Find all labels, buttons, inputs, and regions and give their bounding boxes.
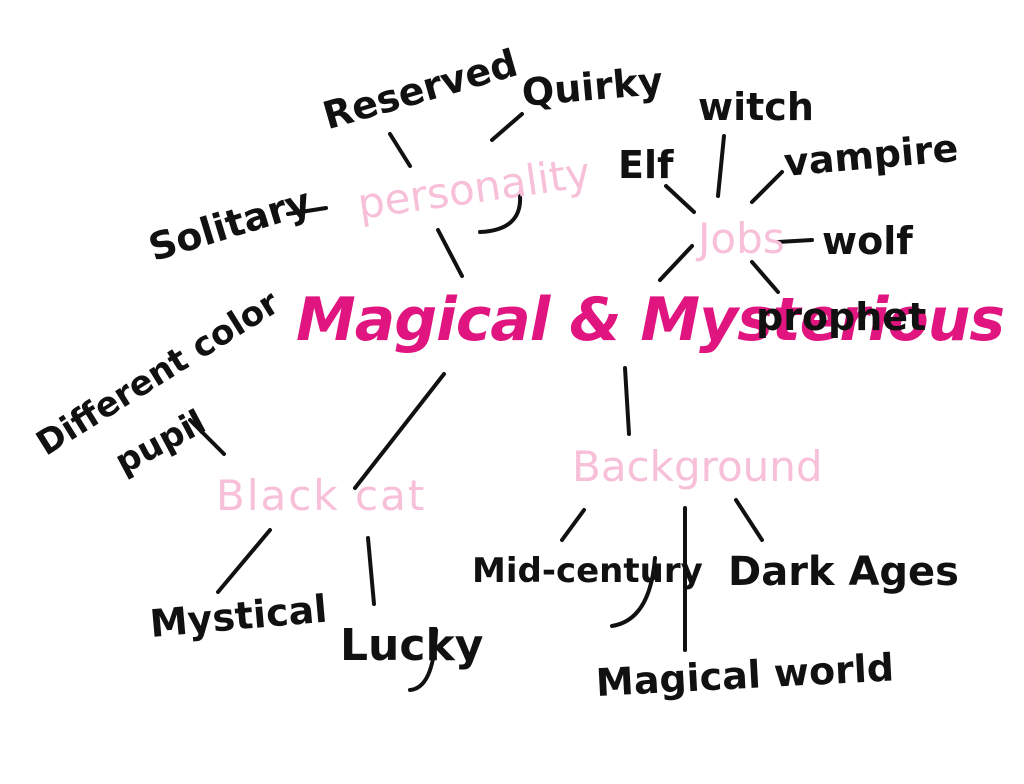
connector-personality-solitary: [286, 206, 328, 216]
leaf-elf: Elf: [618, 143, 674, 187]
leaf-mid-century: Mid-century: [472, 551, 703, 591]
leaf-lucky: Lucky: [340, 620, 484, 671]
connector-center-background: [623, 366, 631, 436]
leaf-prophet: prophet: [756, 295, 927, 339]
connector-cat-lucky: [366, 536, 376, 606]
connector-center-black-cat: [353, 372, 446, 490]
category-jobs: Jobs: [698, 214, 785, 263]
connector-background-darkages: [734, 498, 764, 542]
lucky-flourish: [408, 628, 438, 692]
connector-center-jobs: [658, 244, 694, 282]
connector-personality-quirky: [490, 112, 524, 142]
connector-cat-mystical: [216, 528, 272, 594]
connector-cat-pupil: [188, 418, 226, 456]
category-black-cat: Black cat: [216, 471, 427, 520]
leaf-dark-ages: Dark Ages: [728, 549, 959, 595]
connector-jobs-witch: [716, 134, 726, 198]
midcentury-flourish: [610, 556, 657, 628]
connector-jobs-elf: [664, 184, 696, 214]
connector-center-personality: [436, 228, 464, 278]
category-background: Background: [572, 442, 823, 491]
leaf-quirky: Quirky: [520, 58, 665, 115]
personality-flourish: [478, 194, 523, 234]
connector-jobs-wolf: [776, 238, 814, 244]
connector-personality-reserved: [388, 132, 412, 168]
leaf-wolf: wolf: [822, 219, 913, 263]
center-topic: Magical & Mysterious: [296, 285, 1005, 355]
connector-background-midcentury: [560, 508, 586, 542]
connector-jobs-vampire: [750, 170, 784, 204]
leaf-witch: witch: [698, 85, 814, 129]
connector-jobs-prophet: [750, 260, 780, 294]
